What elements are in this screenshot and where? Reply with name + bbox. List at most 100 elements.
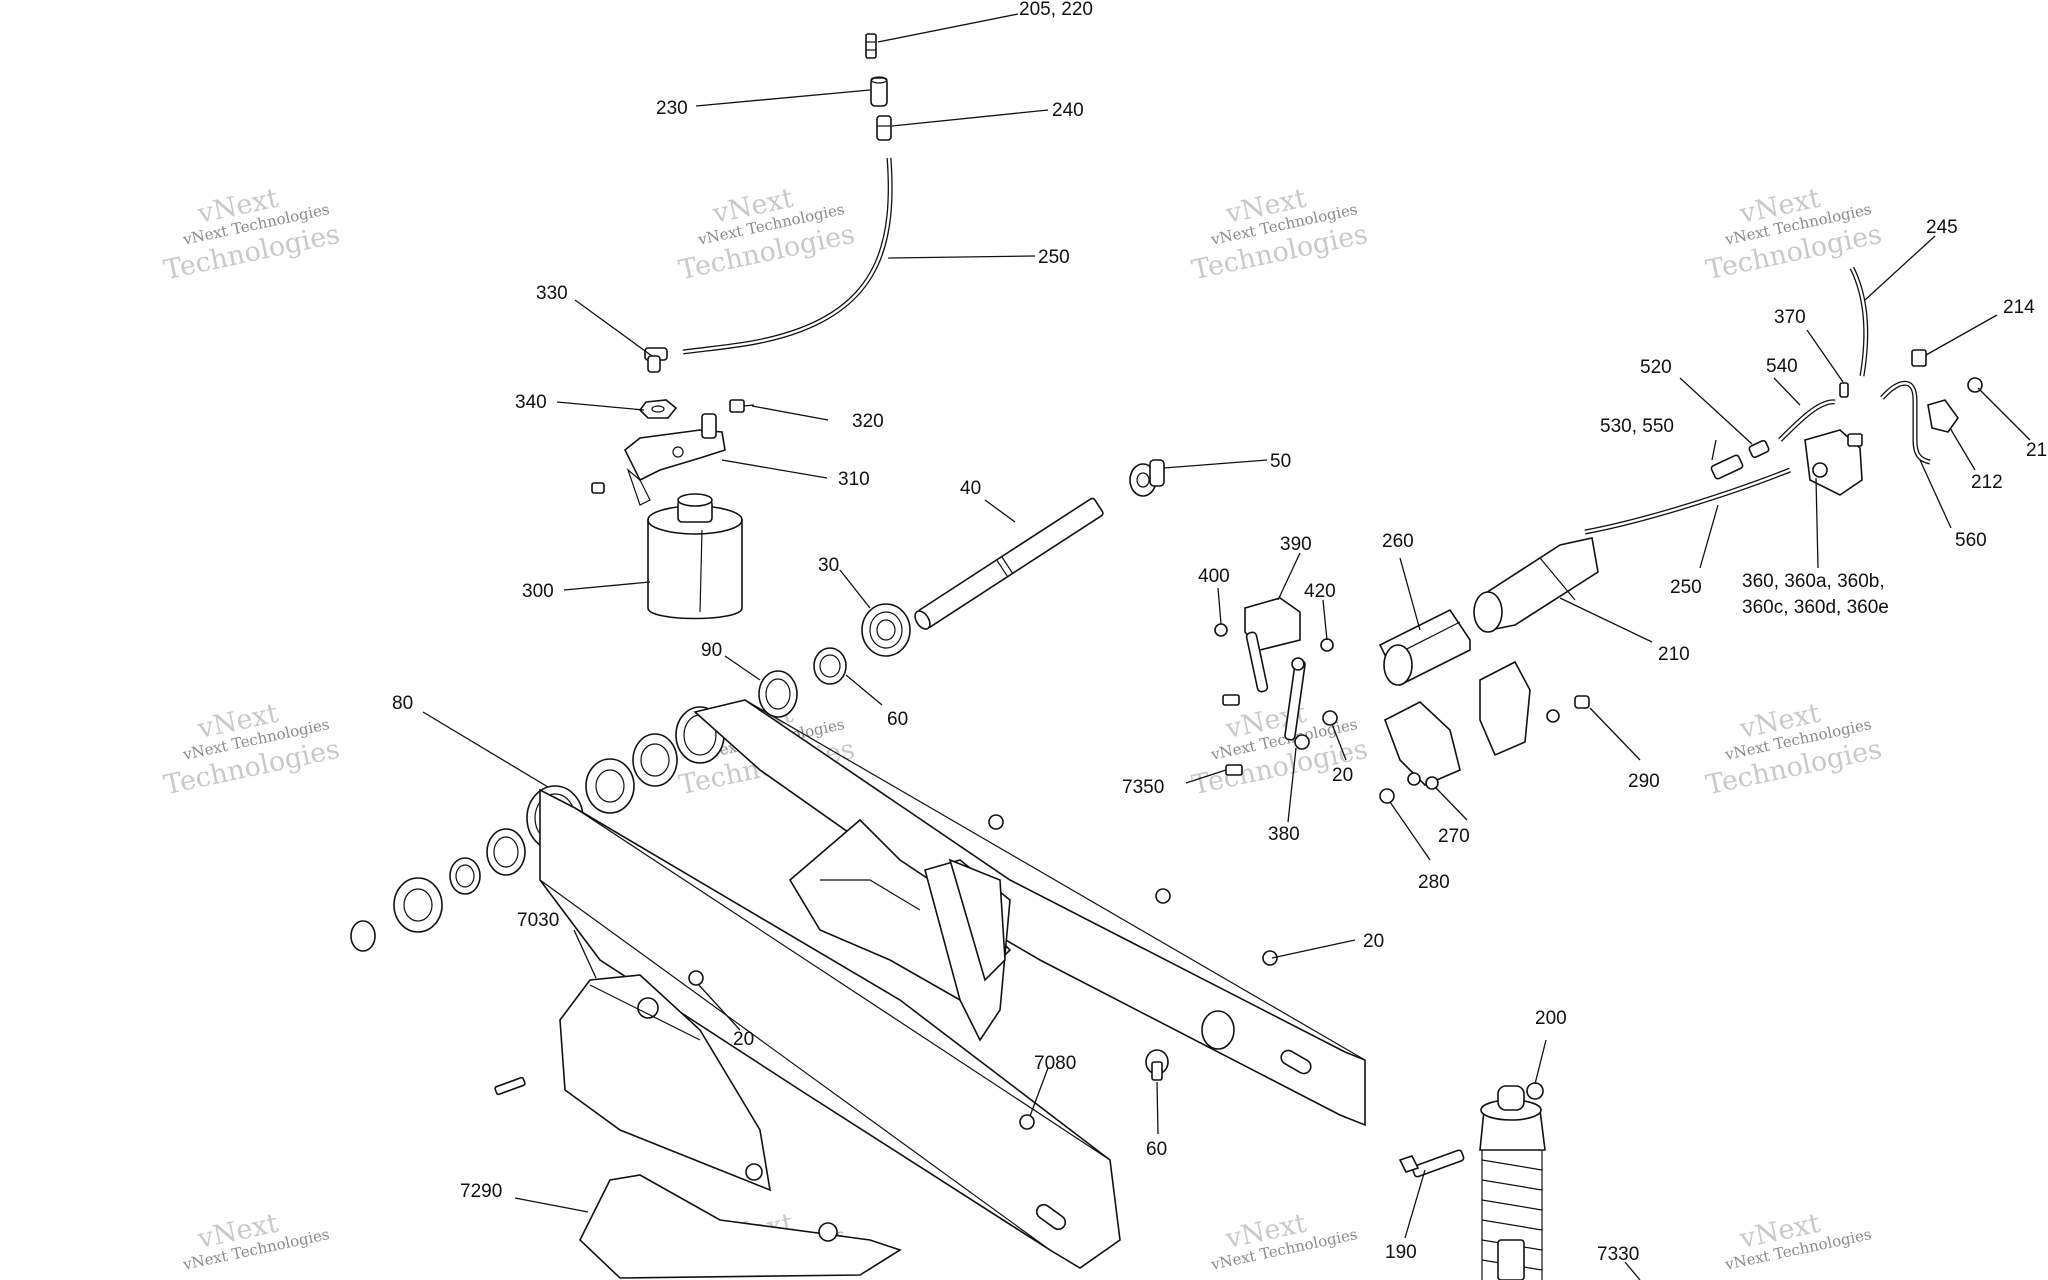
screw-7350 bbox=[1225, 764, 1243, 776]
callout-label: 200 bbox=[1535, 1008, 1567, 1029]
callout-label: 214 bbox=[2003, 297, 2035, 318]
fastener-nut bbox=[688, 970, 704, 986]
clip-214 bbox=[1911, 349, 1927, 367]
callout-label: 190 bbox=[1385, 1242, 1417, 1263]
callout-label: 260 bbox=[1382, 531, 1414, 552]
callout-label: 212 bbox=[1971, 472, 2003, 493]
callout-label: 20 bbox=[1332, 765, 1353, 786]
sensor-390 bbox=[1214, 597, 1334, 706]
callout-labels: 205, 220 230 240 250 330 340 320 310 300… bbox=[392, 0, 2047, 1265]
fitting-520 bbox=[1748, 439, 1770, 459]
callout-label: 530, 550 bbox=[1600, 416, 1674, 437]
elbow-330 bbox=[644, 347, 668, 373]
callout-label: 330 bbox=[536, 283, 568, 304]
callout-label: 360, 360a, 360b, bbox=[1742, 571, 1885, 592]
callout-label: 7350 bbox=[1122, 777, 1164, 798]
callout-label: 30 bbox=[818, 555, 839, 576]
screw-320 bbox=[729, 399, 755, 413]
shock-absorber bbox=[1479, 1085, 1546, 1280]
callout-label: 50 bbox=[1270, 451, 1291, 472]
callout-label: 7330 bbox=[1597, 1244, 1639, 1265]
fitting-240 bbox=[876, 115, 892, 141]
callout-label: 205, 220 bbox=[1019, 0, 1093, 20]
callout-label: 7080 bbox=[1034, 1053, 1076, 1074]
nut-340 bbox=[638, 399, 678, 419]
guard-7290 bbox=[579, 1163, 902, 1279]
callout-label: 250 bbox=[1038, 247, 1070, 268]
watermark: vNext vNext Technologies bbox=[1209, 1208, 1359, 1274]
washer-280 bbox=[1379, 788, 1395, 804]
fastener-nut bbox=[1019, 1114, 1035, 1130]
callout-label: 40 bbox=[960, 478, 981, 499]
callout-label: 280 bbox=[1418, 872, 1450, 893]
callout-label: 270 bbox=[1438, 826, 1470, 847]
top-fitting-205 bbox=[865, 33, 877, 59]
callout-label: 210 bbox=[1658, 644, 1690, 665]
bearing-30 bbox=[861, 603, 911, 657]
hose-250-right bbox=[1584, 467, 1791, 535]
clamp-270 bbox=[1384, 660, 1531, 790]
watermark: vNext vNext Technologies bbox=[181, 1208, 331, 1274]
callout-label: 400 bbox=[1198, 566, 1230, 587]
reservoir-210 bbox=[1473, 537, 1599, 633]
callout-label: 560 bbox=[1955, 530, 1987, 551]
hose-250-inner bbox=[682, 157, 892, 354]
callout-label: 370 bbox=[1774, 307, 1806, 328]
hose-560 bbox=[1880, 380, 1931, 465]
watermark: vNext vNext Technologies Technologies bbox=[1703, 183, 1884, 286]
canister-300 bbox=[647, 493, 743, 620]
spacer-230 bbox=[870, 76, 888, 107]
swing-arm-frame bbox=[539, 699, 1366, 1269]
watermark: vNext vNext Technologies Technologies bbox=[1189, 183, 1370, 286]
ring-90 bbox=[758, 670, 798, 718]
callout-label: 90 bbox=[701, 640, 722, 661]
callout-label: 230 bbox=[656, 98, 688, 119]
callout-label: 20 bbox=[733, 1029, 754, 1050]
callout-label: 520 bbox=[1640, 357, 1672, 378]
callout-label: 310 bbox=[838, 469, 870, 490]
fastener-nut bbox=[988, 814, 1004, 830]
screw-370 bbox=[1839, 382, 1849, 398]
link-380 bbox=[1284, 657, 1310, 750]
callout-label: 380 bbox=[1268, 824, 1300, 845]
valve-360 bbox=[1804, 429, 1863, 496]
callout-label: 60 bbox=[1146, 1139, 1167, 1160]
watermark: vNext vNext Technologies Technologies bbox=[161, 698, 342, 801]
callout-label: 60 bbox=[887, 709, 908, 730]
watermark: vNext vNext Technologies Technologies bbox=[161, 183, 342, 286]
nut-200 bbox=[1526, 1082, 1544, 1100]
fastener-nut bbox=[1262, 950, 1278, 966]
leader-lines bbox=[422, 13, 2031, 1280]
callout-label: 290 bbox=[1628, 771, 1660, 792]
callout-label: 340 bbox=[515, 392, 547, 413]
watermark: vNext vNext Technologies bbox=[1723, 1208, 1873, 1274]
shaft-40 bbox=[914, 497, 1104, 630]
callout-label: 390 bbox=[1280, 534, 1312, 555]
callout-label: 360c, 360d, 360e bbox=[1742, 597, 1889, 618]
callout-label: 250 bbox=[1670, 577, 1702, 598]
bolt-60 bbox=[1145, 1049, 1169, 1081]
fastener-screw bbox=[494, 1076, 526, 1096]
callout-label: 420 bbox=[1304, 581, 1336, 602]
fastener-nut bbox=[1155, 888, 1171, 904]
callout-label: 320 bbox=[852, 411, 884, 432]
watermark: vNext vNext Technologies Technologies bbox=[676, 183, 857, 286]
bolt-190 bbox=[1398, 1149, 1465, 1178]
callout-label: 540 bbox=[1766, 356, 1798, 377]
fitting-530-550 bbox=[1710, 454, 1744, 480]
callout-label: 7030 bbox=[517, 910, 559, 931]
clip-212 bbox=[1927, 377, 1983, 433]
clamp-260 bbox=[1378, 608, 1471, 687]
bushing-50 bbox=[1129, 459, 1165, 497]
screw-290 bbox=[1546, 695, 1590, 723]
nut-20-sensor bbox=[1322, 710, 1338, 726]
chain-guard-7030 bbox=[559, 974, 772, 1192]
callout-label: 245 bbox=[1926, 217, 1958, 238]
spacer-60 bbox=[813, 647, 847, 685]
callout-label: 21 bbox=[2026, 440, 2047, 461]
callout-label: 300 bbox=[522, 581, 554, 602]
bracket-310 bbox=[591, 413, 726, 506]
callout-label: 20 bbox=[1363, 931, 1384, 952]
callout-label: 80 bbox=[392, 693, 413, 714]
